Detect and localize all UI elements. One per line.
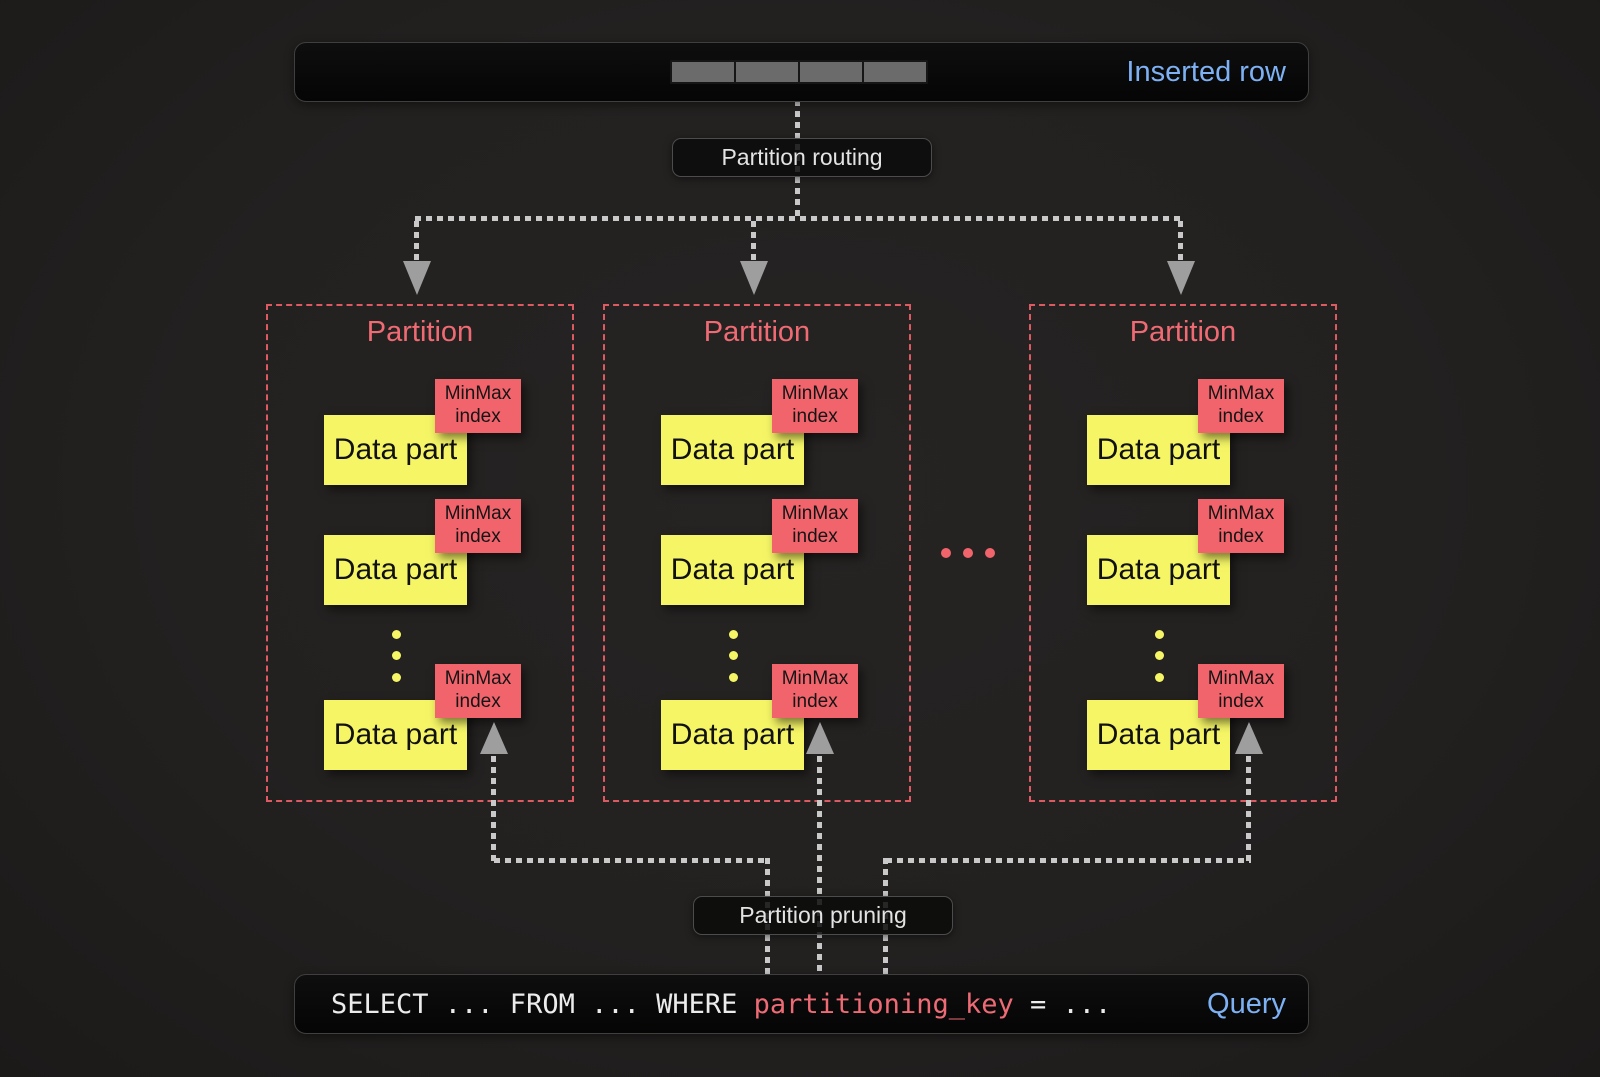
pruning-line-right-v2 <box>1246 756 1251 862</box>
minmax-line2: index <box>792 526 838 547</box>
minmax-index-tag: MinMax index <box>435 379 521 433</box>
more-parts-dot <box>729 651 738 660</box>
minmax-index-tag: MinMax index <box>1198 379 1284 433</box>
partition-box-2: Partition MinMax index Data part MinMax … <box>603 304 911 802</box>
row-segment-cell <box>864 62 926 82</box>
minmax-line1: MinMax <box>1207 383 1275 405</box>
minmax-line1: MinMax <box>781 668 849 690</box>
partition-box-1: Partition MinMax index Data part MinMax … <box>266 304 574 802</box>
minmax-line2: index <box>792 691 838 712</box>
minmax-index-tag: MinMax index <box>1198 664 1284 718</box>
more-parts-dot <box>392 673 401 682</box>
minmax-line2: index <box>455 406 501 427</box>
pruning-arrow-middle-icon <box>806 722 834 754</box>
partition-pruning-pill: Partition pruning <box>693 896 953 935</box>
row-segments <box>670 60 928 84</box>
partition-title: Partition <box>366 316 474 348</box>
minmax-index-tag: MinMax index <box>772 664 858 718</box>
more-parts-dot <box>1155 630 1164 639</box>
minmax-line1: MinMax <box>1207 668 1275 690</box>
branch-line-left <box>414 221 419 263</box>
minmax-line1: MinMax <box>444 668 512 690</box>
minmax-line1: MinMax <box>781 503 849 525</box>
more-parts-dot <box>729 673 738 682</box>
query-label: Query <box>1207 987 1286 1020</box>
minmax-line1: MinMax <box>444 503 512 525</box>
minmax-index-tag: MinMax index <box>772 499 858 553</box>
minmax-index-tag: MinMax index <box>772 379 858 433</box>
sql-after: = ... <box>1013 988 1112 1020</box>
minmax-line2: index <box>455 526 501 547</box>
minmax-index-tag: MinMax index <box>1198 499 1284 553</box>
more-partitions-ellipsis <box>941 548 995 558</box>
partition-routing-pill: Partition routing <box>672 138 932 177</box>
minmax-line2: index <box>1218 406 1264 427</box>
branch-arrow-right-icon <box>1167 261 1195 295</box>
pruning-arrow-left-icon <box>480 722 508 754</box>
branch-line-right <box>1178 221 1183 263</box>
minmax-line2: index <box>455 691 501 712</box>
partition-routing-label: Partition routing <box>721 144 883 170</box>
more-parts-dot <box>392 630 401 639</box>
row-segment-cell <box>800 62 862 82</box>
more-parts-dot <box>1155 673 1164 682</box>
partition-title: Partition <box>1129 316 1237 348</box>
more-parts-dot <box>729 630 738 639</box>
minmax-index-tag: MinMax index <box>435 664 521 718</box>
row-segment-cell <box>672 62 734 82</box>
minmax-line2: index <box>792 406 838 427</box>
pruning-arrow-right-icon <box>1235 722 1263 754</box>
pruning-line-right-h <box>886 858 1251 863</box>
ellipsis-dot <box>985 548 995 558</box>
pruning-line-left-h <box>494 858 770 863</box>
partition-title: Partition <box>703 316 811 348</box>
sql-partitioning-key: partitioning_key <box>753 988 1014 1020</box>
ellipsis-dot <box>941 548 951 558</box>
data-part-box: Data part <box>324 700 467 770</box>
branch-arrow-left-icon <box>403 261 431 295</box>
minmax-line1: MinMax <box>444 383 512 405</box>
ellipsis-dot <box>963 548 973 558</box>
distribution-line <box>415 216 1183 221</box>
pruning-line-left-v1 <box>491 756 496 862</box>
minmax-line2: index <box>1218 526 1264 547</box>
inserted-row-label: Inserted row <box>1126 55 1286 88</box>
row-segment-cell <box>736 62 798 82</box>
sql-text: SELECT ... FROM ... WHERE partitioning_k… <box>295 989 1111 1020</box>
sql-before: SELECT ... FROM ... WHERE <box>331 988 754 1020</box>
partition-pruning-label: Partition pruning <box>739 902 907 928</box>
pruning-line-middle <box>817 756 822 974</box>
query-bar: SELECT ... FROM ... WHERE partitioning_k… <box>294 974 1309 1034</box>
inserted-row-bar: Inserted row <box>294 42 1309 102</box>
minmax-line2: index <box>1218 691 1264 712</box>
minmax-line1: MinMax <box>781 383 849 405</box>
branch-arrow-middle-icon <box>740 261 768 295</box>
minmax-line1: MinMax <box>1207 503 1275 525</box>
minmax-index-tag: MinMax index <box>435 499 521 553</box>
more-parts-dot <box>1155 651 1164 660</box>
branch-line-middle <box>751 221 756 263</box>
more-parts-dot <box>392 651 401 660</box>
partition-box-3: Partition MinMax index Data part MinMax … <box>1029 304 1337 802</box>
data-part-box: Data part <box>1087 415 1230 485</box>
